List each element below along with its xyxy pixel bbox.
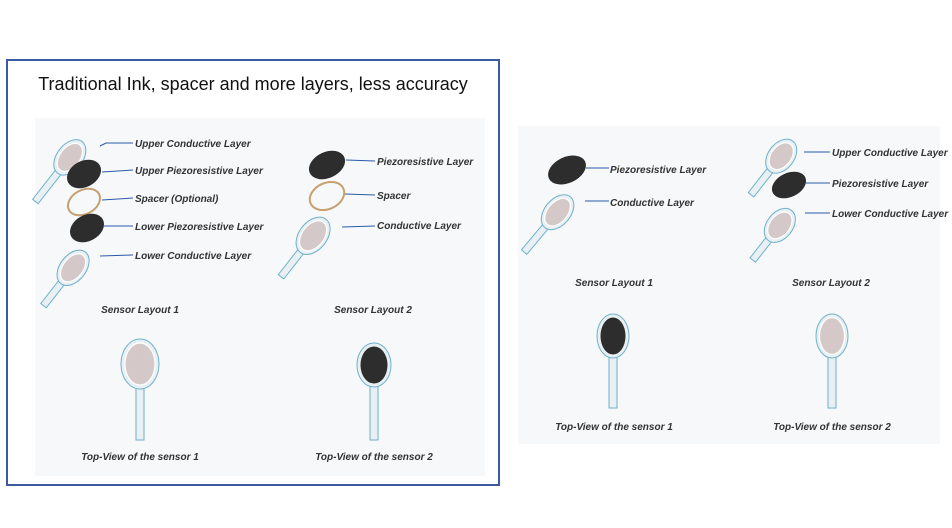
right-layout1-piezo	[548, 155, 586, 185]
left-top2-caption: Top-View of the sensor 2	[315, 452, 433, 463]
right-top2-caption: Top-View of the sensor 2	[773, 422, 891, 433]
right-layout2-lower-conductive	[749, 207, 796, 263]
left-layout1-lower-piezo	[69, 213, 105, 243]
right-l2-label-3: Lower Conductive Layer	[832, 209, 949, 220]
left-layout1-spacer	[66, 187, 102, 217]
right-l1-label-2: Conductive Layer	[610, 198, 695, 209]
left-layout1-caption: Sensor Layout 1	[101, 305, 179, 316]
left-layout2-spacer	[308, 180, 346, 212]
right-layout2-upper-conductive	[747, 138, 798, 198]
right-layout2-piezo	[771, 171, 807, 199]
right-l2-label-2: Piezoresistive Layer	[832, 179, 929, 190]
right-layout2-caption: Sensor Layout 2	[792, 278, 870, 289]
left-l2-label-3: Conductive Layer	[377, 221, 462, 232]
right-top-view-sensor-1	[596, 313, 630, 409]
left-l1-label-5: Lower Conductive Layer	[135, 251, 252, 262]
left-layout1-upper-piezo	[66, 159, 102, 189]
right-l2-label-1: Upper Conductive Layer	[832, 148, 949, 159]
left-title: Traditional Ink, spacer and more layers,…	[38, 74, 468, 94]
left-top1-caption: Top-View of the sensor 1	[81, 452, 199, 463]
right-layout1-caption: Sensor Layout 1	[575, 278, 653, 289]
right-top1-caption: Top-View of the sensor 1	[555, 422, 673, 433]
left-l1-label-2: Upper Piezoresistive Layer	[135, 166, 264, 177]
left-l2-label-2: Spacer	[377, 191, 411, 202]
left-l1-label-1: Upper Conductive Layer	[135, 139, 252, 150]
left-layout1-upper-conductive	[31, 139, 87, 205]
right-l1-label-1: Piezoresistive Layer	[610, 165, 707, 176]
left-layout2-conductive	[277, 216, 331, 280]
right-top-view-sensor-2	[815, 313, 849, 409]
right-diagram-background	[518, 126, 940, 444]
left-l1-label-4: Lower Piezoresistive Layer	[135, 222, 265, 233]
right-layout1-conductive	[520, 194, 575, 255]
left-top-view-sensor-2	[356, 342, 392, 441]
left-l2-label-1: Piezoresistive Layer	[377, 157, 474, 168]
left-top-view-sensor-1	[120, 338, 160, 441]
left-diagram-background	[35, 118, 485, 476]
left-layout2-caption: Sensor Layout 2	[334, 305, 412, 316]
left-layout2-piezo	[308, 150, 346, 180]
left-layout1-lower-conductive	[40, 249, 90, 309]
left-l1-label-3: Spacer (Optional)	[135, 194, 219, 205]
